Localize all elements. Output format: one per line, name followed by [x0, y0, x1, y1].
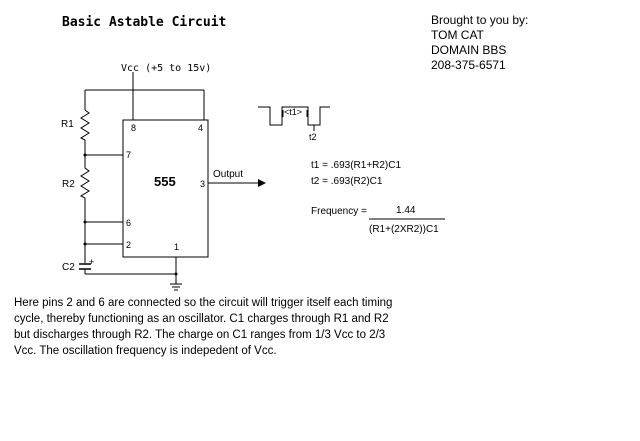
pin6-pin2-wires: [84, 221, 123, 263]
t2-formula: t2 = .693(R2)C1: [311, 176, 383, 187]
pin-2-label: 2: [126, 240, 131, 250]
description-line: but discharges through R2. The charge on…: [14, 329, 386, 341]
output-label: Output: [213, 169, 243, 180]
pin-8-label: 8: [131, 123, 136, 133]
c2-label: C2: [62, 262, 75, 273]
description-line: Here pins 2 and 6 are connected so the c…: [14, 297, 393, 309]
frequency-numerator: 1.44: [396, 205, 416, 216]
pin-3-label: 3: [200, 179, 205, 189]
chip-555: [122, 119, 209, 258]
vcc-rail: [84, 72, 205, 120]
pin-1-label: 1: [174, 242, 179, 252]
r1-resistor: [79, 109, 90, 155]
t1-formula: t1 = .693(R1+R2)C1: [311, 160, 401, 171]
junction-dot: [83, 220, 87, 224]
frequency-label: Frequency =: [311, 206, 367, 217]
ground-bus: [84, 257, 177, 284]
t2-label: t2: [309, 132, 317, 142]
output-arrow-icon: [258, 179, 266, 187]
credits-block: Brought to you by: TOM CAT DOMAIN BBS 20…: [431, 13, 528, 73]
pin-6-label: 6: [126, 218, 131, 228]
page-title: Basic Astable Circuit: [62, 15, 226, 30]
frequency-denominator: (R1+(2XR2))C1: [369, 224, 439, 235]
t1-label: <t1>: [284, 107, 302, 117]
description-line: cycle, thereby functioning as an oscilla…: [14, 313, 389, 325]
pin-4-label: 4: [198, 123, 203, 133]
junction-dot: [174, 272, 178, 276]
r1-label: R1: [61, 119, 74, 130]
credits-line: 208-375-6571: [431, 58, 506, 72]
c2-plus-sign: +: [89, 257, 94, 267]
description-paragraph: Here pins 2 and 6 are connected so the c…: [14, 295, 393, 359]
r2-resistor: [79, 155, 90, 222]
waveform: [258, 106, 330, 126]
vcc-label: Vcc (+5 to 15v): [121, 63, 211, 74]
pin-7-label: 7: [126, 150, 131, 160]
r2-label: R2: [62, 179, 75, 190]
description-line: Vcc. The oscillation frequency is indepe…: [14, 345, 277, 357]
chip-label: 555: [154, 174, 176, 189]
ground-icon: [170, 283, 182, 291]
credits-line: TOM CAT: [431, 28, 484, 42]
junction-dot: [83, 242, 87, 246]
t1-marker: [282, 110, 308, 117]
credits-line: Brought to you by:: [431, 13, 529, 27]
credits-line: DOMAIN BBS: [431, 43, 507, 57]
